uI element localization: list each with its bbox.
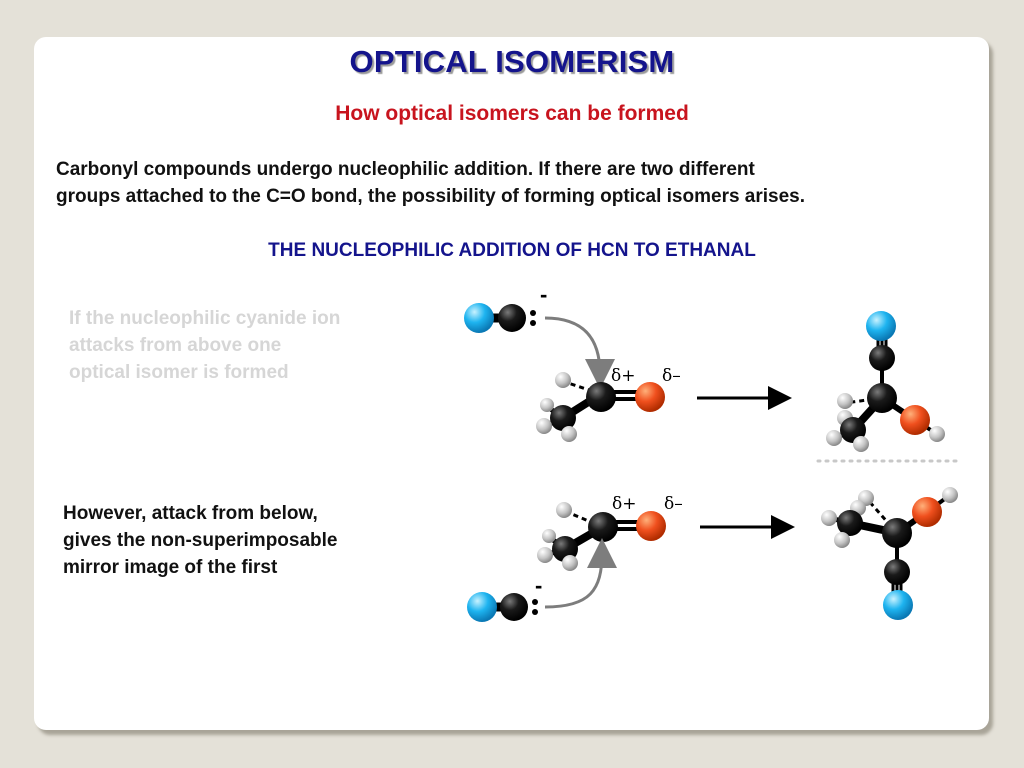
hydrogen-atom <box>837 393 853 409</box>
negative-charge-label: - <box>535 573 542 598</box>
oxygen-atom <box>635 382 665 412</box>
curly-attack-arrow-top <box>544 316 615 389</box>
nitrogen-atom <box>464 303 494 333</box>
carbon-atom <box>837 510 863 536</box>
slide-subtitle: How optical isomers can be formed <box>335 102 689 125</box>
nitrogen-atom <box>866 311 896 341</box>
hydrogen-atom <box>542 529 556 543</box>
hydrogen-atom <box>540 398 554 412</box>
lone-pair-dot <box>530 310 536 316</box>
hydrogen-atom <box>536 418 552 434</box>
negative-charge-label: - <box>540 282 547 307</box>
hydrogen-atom <box>561 426 577 442</box>
oxygen-atom <box>900 405 930 435</box>
carbon-atom <box>869 345 895 371</box>
note-line: If the nucleophilic cyanide ion <box>69 308 341 329</box>
cyanide-ion-top: - <box>464 282 547 333</box>
oxygen-atom <box>636 511 666 541</box>
delta-plus-label: δ+ <box>611 366 635 386</box>
intro-line: Carbonyl compounds undergo nucleophilic … <box>56 159 755 180</box>
hydrogen-atom <box>821 510 837 526</box>
intro-line: groups attached to the C=O bond, the pos… <box>56 186 806 207</box>
carbon-atom <box>588 512 618 542</box>
nitrogen-atom <box>467 592 497 622</box>
delta-minus-label: δ– <box>662 366 681 386</box>
carbon-atom <box>884 559 910 585</box>
note-attack-below: However, attack from below, gives the no… <box>63 500 338 581</box>
lone-pair-dot <box>532 599 538 605</box>
hydrogen-atom <box>556 502 572 518</box>
hydrogen-atom <box>942 487 958 503</box>
carbon-atom <box>550 405 576 431</box>
carbon-atom <box>498 304 526 332</box>
note-attack-above: If the nucleophilic cyanide ion attacks … <box>69 305 340 386</box>
hydrogen-atom <box>537 547 553 563</box>
product-molecule-bottom <box>821 487 958 620</box>
ethanal-top <box>536 372 665 442</box>
slide-title: OPTICAL ISOMERISM <box>349 44 675 79</box>
lone-pair-dot <box>530 320 536 326</box>
note-line: mirror image of the first <box>63 557 278 578</box>
delta-minus-label: δ– <box>664 494 683 514</box>
hydrogen-atom <box>826 430 842 446</box>
product-molecule-top <box>826 311 945 452</box>
hydrogen-atom <box>853 436 869 452</box>
nitrogen-atom <box>883 590 913 620</box>
note-line: attacks from above one <box>69 335 282 356</box>
carbon-atom <box>500 593 528 621</box>
hydrogen-atom <box>834 532 850 548</box>
hydrogen-atom <box>929 426 945 442</box>
hydrogen-atom <box>555 372 571 388</box>
hydrogen-atom <box>562 555 578 571</box>
intro-text: Carbonyl compounds undergo nucleophilic … <box>56 156 996 210</box>
cyanide-ion-bottom: - <box>467 573 542 622</box>
section-heading: THE NUCLEOPHILIC ADDITION OF HCN TO ETHA… <box>268 240 756 261</box>
carbon-atom <box>882 518 912 548</box>
lone-pair-dot <box>532 609 538 615</box>
ethanal-bottom <box>537 502 666 571</box>
carbon-atom <box>867 383 897 413</box>
curly-attack-arrow-bottom <box>544 538 617 609</box>
note-line: gives the non-superimposable <box>63 530 338 551</box>
note-line: optical isomer is formed <box>69 362 289 383</box>
delta-plus-label: δ+ <box>612 494 636 514</box>
carbon-atom <box>586 382 616 412</box>
oxygen-atom <box>912 497 942 527</box>
note-line: However, attack from below, <box>63 503 318 524</box>
